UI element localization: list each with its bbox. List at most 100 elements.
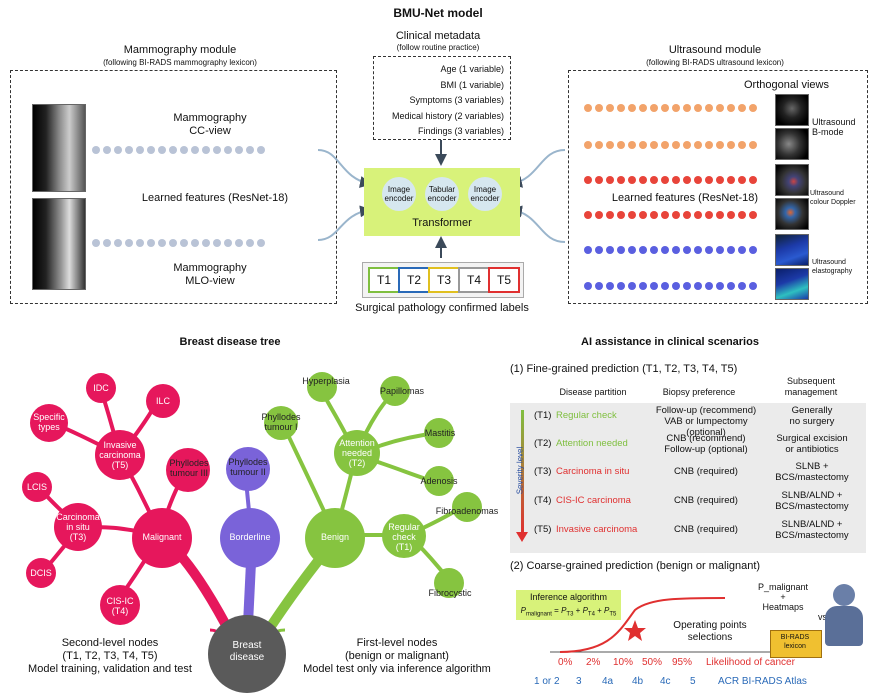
us-feature-dots-6	[584, 282, 757, 290]
feature-dot	[705, 141, 713, 149]
row-management: Generally no surgery	[789, 405, 835, 427]
tabular-encoder-label: Tabular encoder	[427, 185, 457, 203]
us-features-label: Learned features (ResNet-18)	[611, 192, 759, 204]
feature-dot	[727, 211, 735, 219]
feature-dot	[683, 211, 691, 219]
labels-caption: Surgical pathology confirmed labels	[355, 302, 529, 314]
node-fibrocystic	[434, 568, 464, 598]
feature-dot	[92, 146, 100, 154]
feature-dot	[749, 176, 757, 184]
node-regular	[382, 514, 426, 558]
severity-arrow-head	[516, 532, 528, 542]
feature-dot	[727, 141, 735, 149]
node-lcis-label: LCIS	[26, 482, 47, 492]
feature-dot	[595, 104, 603, 112]
node-ilc-label: ILC	[155, 396, 170, 406]
node-ilc	[146, 384, 180, 418]
feature-dot	[136, 239, 144, 247]
feature-dot	[727, 282, 735, 290]
feature-dot	[672, 176, 680, 184]
mammo-features-label: Learned features (ResNet-18)	[141, 192, 289, 204]
mammo-mlo-feature-dots	[92, 239, 265, 247]
feature-dot	[180, 146, 188, 154]
feature-dot	[672, 104, 680, 112]
mammo-mlo-image	[32, 198, 86, 290]
feature-dot	[639, 246, 647, 254]
feature-dot	[694, 141, 702, 149]
feature-dot	[705, 282, 713, 290]
feature-dot	[628, 211, 636, 219]
row-code: (T5)	[534, 524, 552, 535]
feature-dot	[628, 246, 636, 254]
node-phyllodes-borderline-label: Phyllodes tumour II	[228, 457, 268, 477]
feature-dot	[617, 141, 625, 149]
likelihood-percent: 50%	[642, 657, 663, 668]
severity-table-bg	[510, 403, 866, 553]
col-disease-partition: Disease partition	[559, 387, 627, 397]
feature-dot	[650, 141, 658, 149]
node-malignant	[132, 508, 192, 568]
feature-dot	[749, 211, 757, 219]
feature-dot	[147, 239, 155, 247]
feature-dot	[606, 211, 614, 219]
feature-dot	[169, 239, 177, 247]
feature-dot	[628, 176, 636, 184]
feature-dot	[191, 239, 199, 247]
node-adenosis	[424, 466, 454, 496]
node-breast-disease	[208, 615, 286, 693]
feature-dot	[672, 211, 680, 219]
feature-dot	[683, 104, 691, 112]
us-module-box	[568, 70, 868, 304]
node-papilloma-label: Papillomas	[379, 386, 425, 396]
node-phyllodes-malignant	[166, 448, 210, 492]
ai-title: AI assistance in clinical scenarios	[581, 336, 759, 348]
feature-dot	[694, 282, 702, 290]
mammo-cc-image	[32, 104, 86, 192]
feature-dot	[694, 176, 702, 184]
feature-dot	[738, 141, 746, 149]
inference-title: Inference algorithm	[529, 592, 608, 602]
feature-dot	[235, 239, 243, 247]
node-fibrocystic-label: Fibrocystic	[428, 588, 472, 598]
birads-atlas-label: ACR BI-RADS Atlas	[718, 676, 807, 687]
node-fibroadenoma-label: Fibroadenomas	[435, 506, 499, 516]
feature-dot	[650, 211, 658, 219]
node-malignant-label: Malignant	[142, 532, 182, 542]
image-encoder-right: Image encoder	[468, 177, 502, 211]
metadata-item: BMI (1 variable)	[440, 79, 504, 90]
node-lcis	[22, 472, 52, 502]
feature-dot	[705, 211, 713, 219]
feature-dot	[672, 141, 680, 149]
us-views-label: Orthogonal views	[744, 79, 829, 91]
image-encoder-left: Image encoder	[382, 177, 416, 211]
likelihood-percent: 95%	[672, 657, 693, 668]
birads-category: 4a	[602, 676, 614, 687]
metadata-item: Age (1 variable)	[440, 64, 504, 74]
mammo-module-box	[10, 70, 337, 304]
feature-dot	[749, 246, 757, 254]
label-t2: T2	[398, 267, 430, 293]
row-code: (T1)	[534, 410, 552, 421]
node-cis-label: Carcinoma in situ (T3)	[56, 512, 100, 542]
feature-dot	[639, 176, 647, 184]
feature-dot	[235, 146, 243, 154]
label-t5: T5	[488, 267, 520, 293]
feature-dot	[727, 176, 735, 184]
feature-dot	[749, 104, 757, 112]
doctor-body-icon	[825, 606, 863, 646]
birads-category: 4c	[660, 676, 671, 687]
feature-dot	[650, 282, 658, 290]
row-partition: Carcinoma in situ	[556, 466, 630, 477]
row-code: (T3)	[534, 466, 552, 477]
us-title: Ultrasound module	[668, 44, 762, 56]
node-cisic	[100, 585, 140, 625]
feature-dot	[595, 176, 603, 184]
row-biopsy: CNB (recommend) Follow-up (optional)	[664, 433, 748, 455]
feature-dot	[246, 239, 254, 247]
mammo-cc-feature-dots	[92, 146, 265, 154]
node-regular-label: Regular check (T1)	[388, 522, 420, 552]
node-invasive-label: Invasive carcinoma (T5)	[99, 440, 141, 470]
feature-dot	[595, 282, 603, 290]
metadata-title: Clinical metadata	[395, 30, 481, 42]
feature-dot	[158, 146, 166, 154]
